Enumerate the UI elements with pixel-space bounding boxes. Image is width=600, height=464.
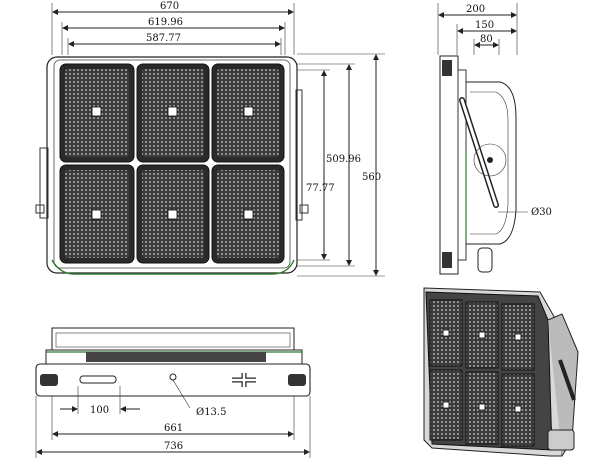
- dim-label-587: 587.77: [146, 33, 181, 44]
- dim-overall-width: 670: [51, 1, 295, 55]
- dim-label-77: 77.77: [306, 183, 335, 194]
- dim-height-inner: 509.96: [297, 63, 361, 267]
- dim-label-200: 200: [466, 4, 485, 15]
- dim-width-3: 587.77: [67, 33, 282, 55]
- dim-depth-2: 150: [456, 20, 517, 55]
- dim-label-hole: Ø13.5: [196, 407, 226, 418]
- dim-label-619: 619.96: [148, 17, 183, 28]
- dim-label-509: 509.96: [326, 154, 361, 165]
- dim-height-overall: 560: [297, 53, 385, 277]
- dim-width-2: 619.96: [61, 17, 286, 55]
- dim-label-736: 736: [164, 441, 183, 452]
- dim-label-150: 150: [475, 20, 494, 31]
- led-panel-grid: [59, 63, 285, 264]
- bottom-view: 100 Ø13.5 661 736: [35, 327, 311, 458]
- dim-depth-3: 80: [473, 34, 500, 55]
- side-view: 200 150 80 Ø30: [437, 3, 552, 275]
- dim-width-inner: 661: [51, 396, 295, 440]
- dim-label-670: 670: [160, 1, 179, 12]
- dim-label-661: 661: [164, 423, 183, 434]
- dim-label-80: 80: [480, 34, 493, 45]
- dim-depth-overall: 200: [437, 3, 518, 55]
- dim-label-axle: Ø30: [531, 207, 552, 218]
- dim-height-panel: 77.77: [297, 69, 335, 261]
- dim-width-overall: 736: [35, 396, 311, 458]
- dim-slot: 100: [60, 386, 140, 416]
- dim-label-100: 100: [90, 405, 109, 416]
- iso-panels: [429, 299, 535, 447]
- dim-label-560: 560: [362, 172, 381, 183]
- front-view: 670 619.96 587.77: [35, 1, 385, 277]
- isometric-view: [423, 287, 579, 457]
